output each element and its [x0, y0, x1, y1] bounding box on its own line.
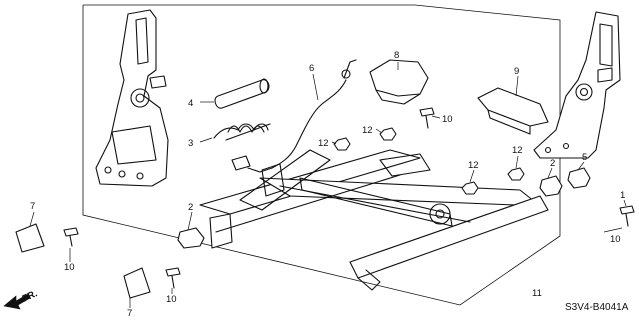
callout-12-right-b: 12: [512, 145, 523, 156]
callout-2-left: 2: [188, 202, 193, 213]
callout-12-right-a: 12: [468, 160, 479, 171]
callout-10-bottom: 10: [166, 294, 177, 305]
lever-cover-tube: [214, 78, 270, 109]
release-cable: [231, 59, 357, 173]
callout-10-left: 10: [64, 262, 75, 273]
seat-track-assembly: [199, 149, 549, 291]
track-end-cover-9: [477, 87, 549, 135]
front-direction-label: FR.: [21, 288, 40, 304]
callout-12-center-left: 12: [318, 138, 329, 149]
callout-1: 1: [620, 190, 625, 201]
track-end-cover-8: [369, 59, 429, 105]
callout-7-left: 7: [30, 201, 35, 212]
bolt-group: [63, 107, 635, 289]
flange-nut-group: [333, 127, 525, 195]
callout-3: 3: [188, 138, 193, 149]
end-cap-group: [15, 223, 151, 299]
callout-9: 9: [514, 66, 519, 77]
callout-5: 5: [582, 152, 587, 163]
callout-8: 8: [394, 50, 399, 61]
leader-lines: [29, 62, 627, 308]
spring-part: [213, 123, 271, 141]
clip-group: [177, 167, 591, 249]
callout-11: 11: [532, 288, 542, 299]
callout-10-center: 10: [442, 114, 453, 125]
diagram-code: S3V4-B4041A: [565, 302, 629, 313]
assembly-frame-outline: [82, 4, 561, 306]
callout-10-right: 10: [610, 234, 621, 245]
right-recliner-bracket: [533, 11, 621, 159]
callout-12-center-right: 12: [362, 125, 373, 136]
callout-6: 6: [309, 63, 314, 74]
callout-7-bottom: 7: [127, 308, 132, 319]
left-recliner-bracket: [95, 9, 169, 187]
callout-2-right: 2: [550, 158, 555, 169]
callout-4: 4: [188, 98, 193, 109]
front-direction-arrow-icon: FR.: [3, 288, 40, 310]
